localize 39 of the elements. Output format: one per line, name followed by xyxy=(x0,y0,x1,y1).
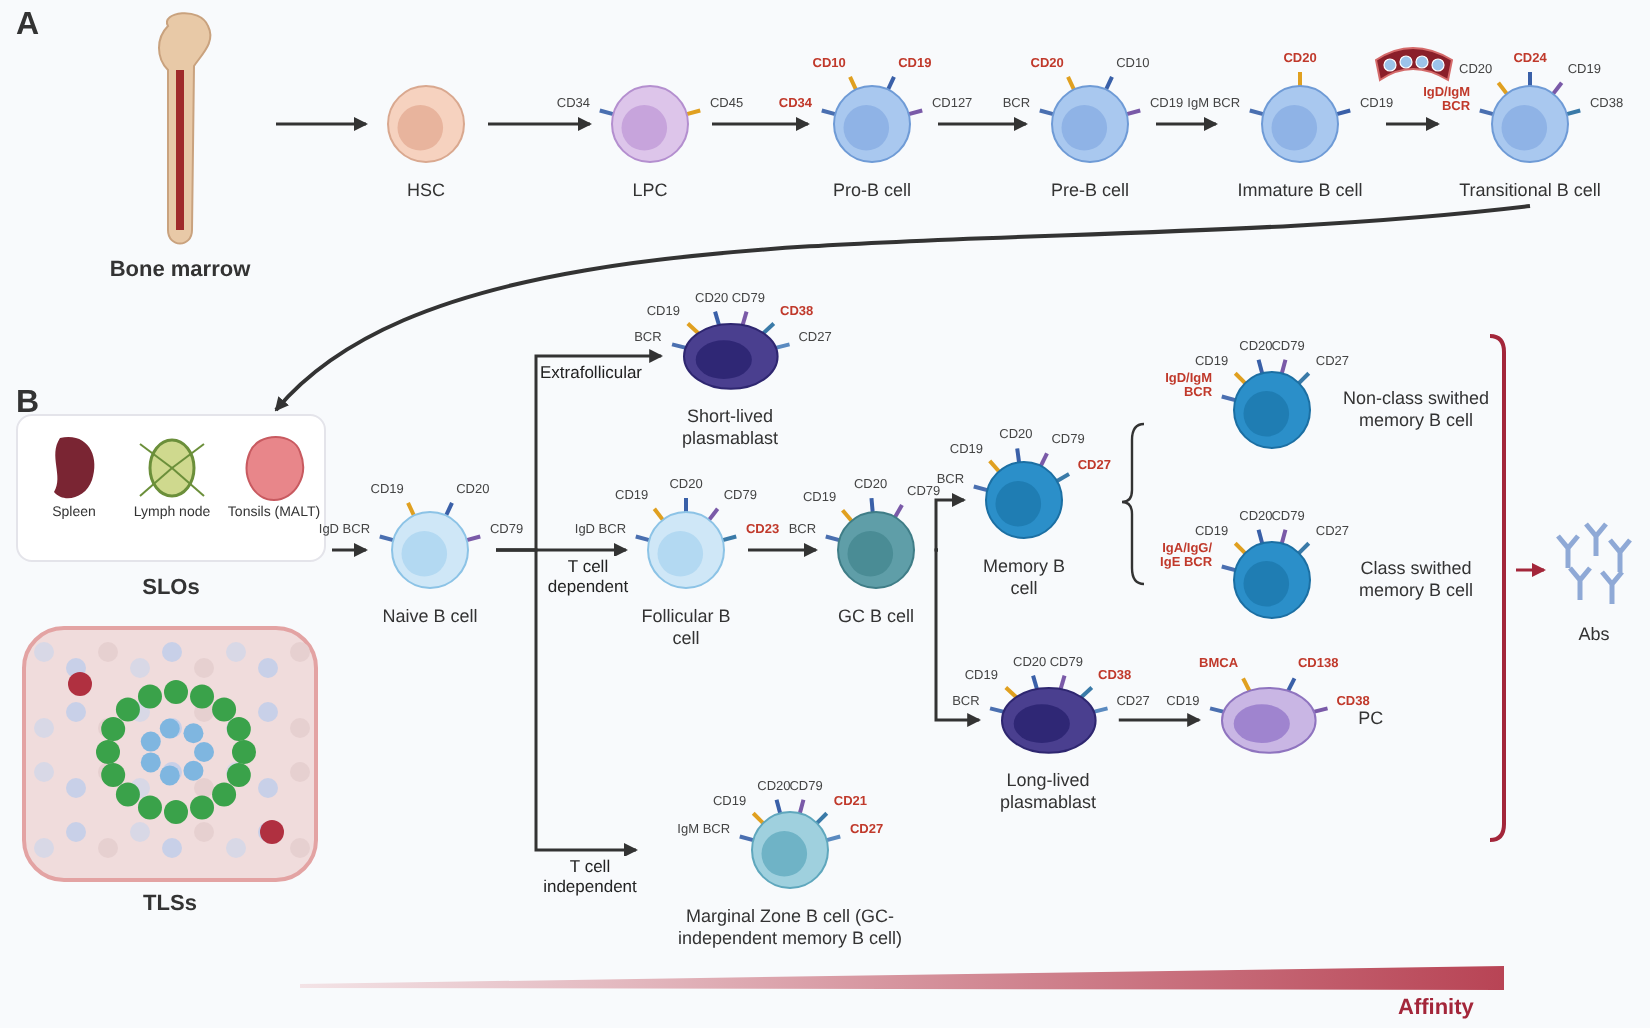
panel-letter: A xyxy=(16,8,40,44)
arrow xyxy=(496,548,638,857)
edge-label: Extrafollicular xyxy=(540,362,643,382)
cell-name: Pre-B cell xyxy=(1048,180,1131,202)
cell-name: Immature B cell xyxy=(1235,180,1365,202)
cell-name: Short-lived plasmablast xyxy=(679,406,780,451)
cell-name: Marginal Zone B cell (GC-independent memory B cell) xyxy=(675,906,905,950)
arrow xyxy=(1516,563,1546,577)
cell-name: Follicular B cell xyxy=(639,606,733,650)
axis-label: Affinity xyxy=(1398,996,1474,1020)
region-name: Bone marrow xyxy=(107,258,253,284)
picture-caption: Abs xyxy=(1576,624,1612,646)
arrow xyxy=(934,548,982,727)
region-name: SLOs xyxy=(140,576,202,600)
arrow xyxy=(274,204,1531,412)
cell-name: HSC xyxy=(404,180,447,202)
arrow xyxy=(1118,713,1202,727)
region-name: TLSs xyxy=(141,892,199,918)
arrow xyxy=(332,543,368,557)
cell-name: Class swithed memory B cell xyxy=(1356,558,1475,602)
arrow xyxy=(488,117,592,131)
arrow xyxy=(748,543,818,557)
arrow xyxy=(712,117,810,131)
arrow xyxy=(934,493,966,552)
cell-name: PC xyxy=(1356,708,1386,731)
cell-name: Long-lived plasmablast xyxy=(997,770,1098,815)
arrow xyxy=(1386,117,1440,131)
cell-name: Pro-B cell xyxy=(830,180,913,202)
arrow xyxy=(1156,117,1218,131)
cell-name: Memory B cell xyxy=(980,556,1067,600)
cell-name: GC B cell xyxy=(835,606,916,628)
arrow xyxy=(938,117,1028,131)
cell-name: Naive B cell xyxy=(380,606,480,628)
cell-name: Transitional B cell xyxy=(1457,180,1603,202)
edge-label: T cell independent xyxy=(542,856,638,896)
panel-letter: B xyxy=(16,386,40,422)
arrow xyxy=(276,117,368,131)
cell-name: Non-class swithed memory B cell xyxy=(1340,388,1492,432)
cell-name: LPC xyxy=(630,180,670,202)
